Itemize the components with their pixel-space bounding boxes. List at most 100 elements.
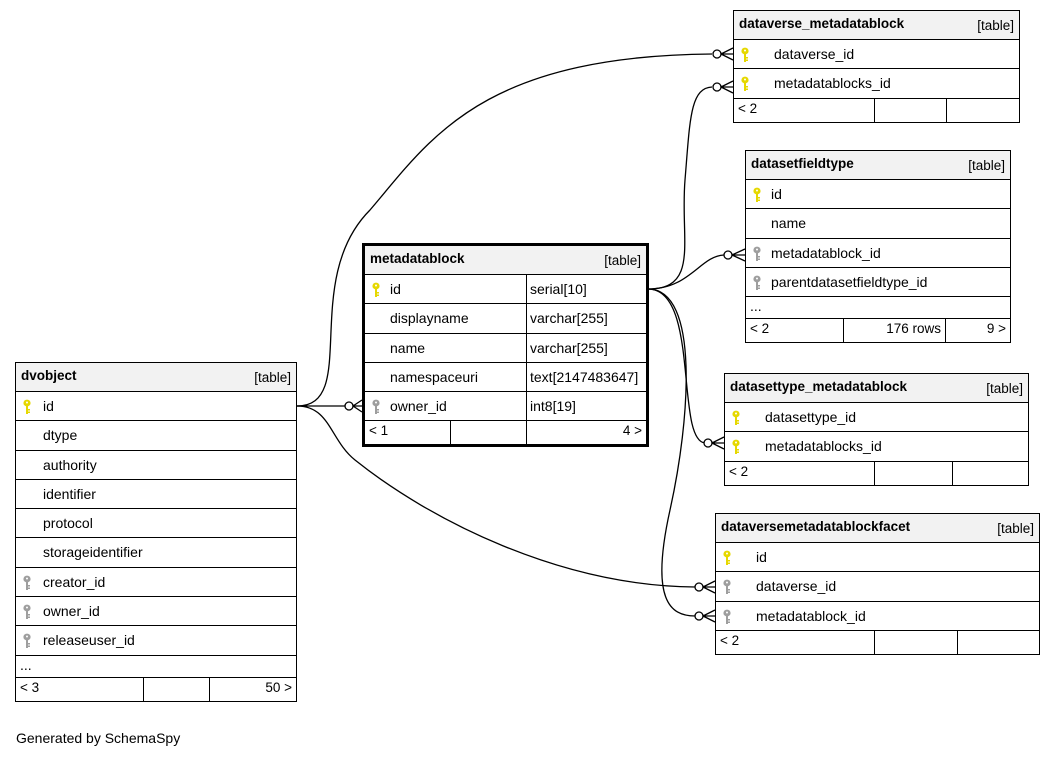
table-dataverse-metadatablock[interactable]: dataverse_metadatablock [table] datavers… (733, 10, 1020, 123)
edge-metadatablock-dvmb (647, 86, 713, 290)
column-datatype: text[2147483647] (526, 362, 646, 392)
foreign-key-icon (22, 575, 32, 591)
row-count (874, 630, 957, 654)
children-count[interactable] (952, 461, 1028, 485)
table-header: dataversemetadatablockfacet [table] (716, 514, 1039, 543)
primary-key-icon (731, 410, 741, 426)
foreign-key-icon (22, 633, 32, 649)
edge-crowsfoot (711, 436, 725, 450)
primary-key-icon (371, 282, 381, 298)
column-row[interactable]: name (746, 209, 1010, 239)
column-name: metadatablock_id (771, 244, 881, 261)
table-datasettype-metadatablock[interactable]: datasettype_metadatablock [table] datase… (724, 373, 1029, 486)
table-name: dataversemetadatablockfacet (721, 519, 911, 534)
edge-metadatablock-datasetfieldtype (647, 254, 725, 290)
table-metadatablock[interactable]: metadatablock [table] id serial[10] disp… (362, 243, 649, 448)
table-type: [table] (254, 370, 291, 385)
primary-key-icon (740, 76, 750, 92)
foreign-key-icon (752, 275, 762, 291)
table-name: metadatablock (370, 251, 465, 266)
table-name: dvobject (21, 368, 77, 383)
foreign-key-icon (722, 579, 732, 595)
row-count: 176 rows (843, 319, 945, 343)
edge-end-optional (703, 438, 713, 448)
column-name: owner_id (43, 603, 100, 620)
column-name: identifier (43, 485, 96, 502)
parents-count[interactable]: < 2 (750, 321, 770, 337)
column-row[interactable]: id serial[10] (365, 275, 646, 305)
column-row[interactable]: storageidentifier (16, 538, 296, 568)
edge-crowsfoot (720, 80, 734, 94)
column-row[interactable]: metadatablock_id (746, 239, 1010, 268)
column-row[interactable]: metadatablocks_id (725, 432, 1028, 462)
column-row[interactable]: owner_id int8[19] (365, 392, 646, 422)
row-count (874, 98, 946, 122)
column-row[interactable]: name varchar[255] (365, 333, 646, 363)
column-row[interactable]: id (746, 180, 1010, 210)
row-count (450, 421, 526, 445)
column-name: metadatablocks_id (765, 438, 882, 455)
column-row[interactable]: namespaceuri text[2147483647] (365, 362, 646, 393)
column-row[interactable]: identifier (16, 480, 296, 510)
children-count[interactable]: 9 > (945, 319, 1010, 343)
column-name: creator_id (43, 573, 106, 590)
table-type: [table] (997, 521, 1034, 536)
parents-count[interactable]: < 2 (720, 632, 740, 648)
parents-count[interactable]: < 1 (369, 423, 389, 439)
foreign-key-icon (752, 246, 762, 262)
column-datatype: int8[19] (526, 392, 646, 421)
parents-count[interactable]: < 3 (20, 679, 40, 695)
table-footer: < 1 4 > (365, 421, 646, 445)
foreign-key-icon (722, 609, 732, 625)
primary-key-icon (752, 187, 762, 203)
table-type: [table] (977, 18, 1014, 33)
column-name: namespaceuri (390, 368, 478, 385)
column-row[interactable]: owner_id (16, 597, 296, 627)
row-count (874, 461, 952, 485)
primary-key-icon (22, 399, 32, 415)
column-row[interactable]: metadatablocks_id (734, 69, 1019, 99)
column-name: id (390, 281, 401, 297)
table-datasetfieldtype[interactable]: datasetfieldtype [table] id name metadat… (745, 150, 1011, 344)
children-count[interactable] (957, 630, 1039, 654)
column-name: datasettype_id (765, 409, 857, 425)
column-row[interactable]: authority (16, 451, 296, 480)
column-row[interactable]: protocol (16, 509, 296, 539)
column-datatype: serial[10] (526, 275, 646, 304)
table-header: dvobject [table] (16, 363, 296, 392)
primary-key-icon (722, 550, 732, 566)
foreign-key-icon (22, 604, 32, 620)
column-name: protocol (43, 515, 93, 532)
column-row[interactable]: datasettype_id (725, 403, 1028, 433)
table-dvobject[interactable]: dvobject [table] id dtype authority iden… (15, 362, 297, 702)
column-name: releaseuser_id (43, 632, 135, 649)
column-row[interactable]: metadatablock_id (716, 602, 1039, 631)
column-row[interactable]: creator_id (16, 568, 296, 598)
column-row[interactable]: id (16, 392, 296, 422)
parents-count[interactable]: < 2 (738, 100, 758, 116)
column-row[interactable]: parentdatasetfieldtype_id (746, 268, 1010, 298)
column-row[interactable]: dtype (16, 421, 296, 451)
parents-count[interactable]: < 2 (729, 463, 749, 479)
edge-crowsfoot (731, 248, 746, 262)
column-datatype: varchar[255] (526, 333, 646, 362)
table-header: metadatablock [table] (365, 246, 646, 275)
column-row[interactable]: dataverse_id (716, 572, 1039, 602)
children-count[interactable]: 50 > (209, 677, 296, 701)
children-count[interactable] (946, 98, 1019, 122)
children-count[interactable]: 4 > (526, 421, 646, 445)
table-footer: < 2 (734, 98, 1019, 122)
table-dataversemetadatablockfacet[interactable]: dataversemetadatablockfacet [table] id d… (715, 513, 1040, 655)
column-row[interactable]: dataverse_id (734, 40, 1019, 70)
table-type: [table] (986, 381, 1023, 396)
column-row[interactable]: id (716, 543, 1039, 573)
foreign-key-icon (371, 399, 381, 415)
column-name: id (756, 549, 767, 565)
primary-key-icon (740, 47, 750, 63)
column-row[interactable]: releaseuser_id (16, 626, 296, 656)
column-name: storageidentifier (43, 544, 143, 561)
row-count (143, 677, 209, 701)
column-name: id (43, 398, 54, 414)
column-row[interactable]: displayname varchar[255] (365, 304, 646, 334)
